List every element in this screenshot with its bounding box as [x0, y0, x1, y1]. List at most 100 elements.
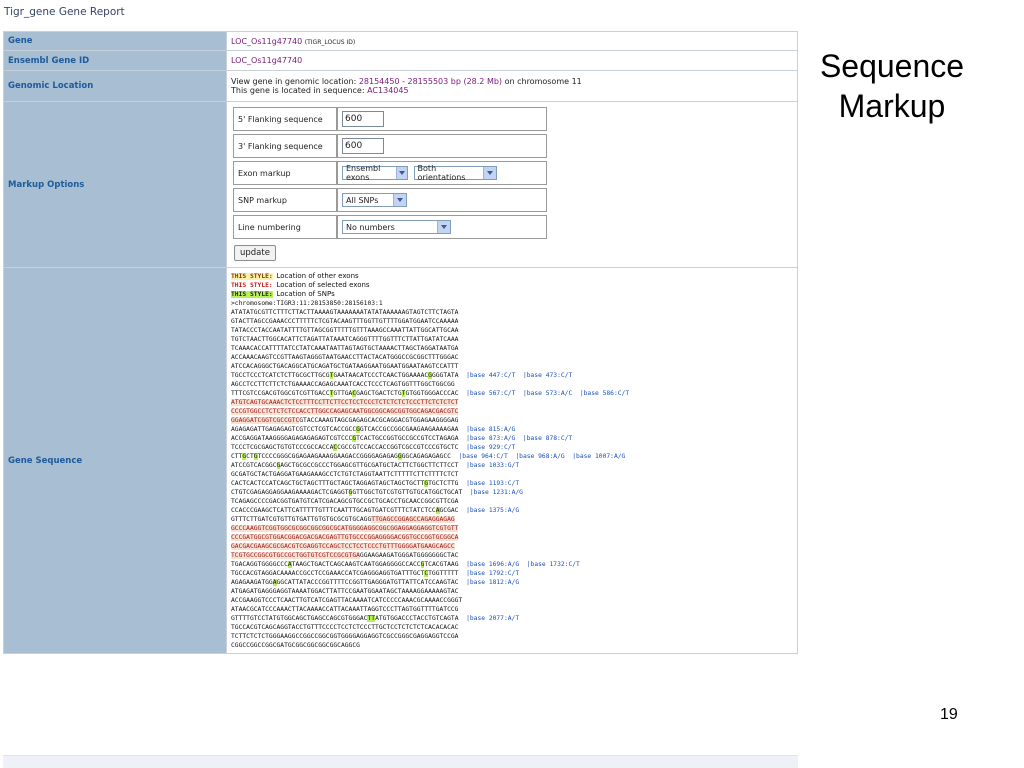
gene-id-link[interactable]: LOC_Os11g47740: [231, 36, 303, 46]
update-button[interactable]: update: [234, 245, 276, 261]
snp-control: All SNPs: [337, 188, 547, 212]
exon-highlight: CCCGATGGCGTGGACGGACGACGACGAGTTGTGCCCGGAG…: [231, 534, 459, 541]
location-chromosome: on chromosome 11: [502, 77, 582, 86]
snp-value: All SNPs: [346, 195, 379, 205]
chevron-down-icon: [393, 194, 406, 206]
snp-annotation: |base 1792:C/T: [458, 570, 520, 577]
gene-sequence-label: Gene Sequence: [3, 267, 227, 654]
sequence-line: GTTTCTTGATCGTGTTGTGATTGTGTGCGCGTGCAGGTTG…: [231, 515, 797, 524]
sequence-text: AGCCTCCTTCTTCTCTGAAAACCAGAGCAAATCACCTCCC…: [231, 381, 455, 388]
snp-annotation: |base 873:A/G |base 878:C/T: [458, 435, 573, 442]
sequence-line: TCGTGCCGGCGTGCCGCTGGTGTCGTCCGCGTGAGGAAGA…: [231, 551, 797, 560]
sequence-text: TCACGTAAG: [424, 561, 459, 568]
sequence-line: CCACCCGAAGCTCATTCATTTTTGTTTCAATTTGCAGTGA…: [231, 506, 797, 515]
sequence-text: GTGGTGGGACCCAC: [405, 390, 459, 397]
sequence-line: GCGATGCTACTGAGGATGAAGAAAGCCTCTGTCTAGGTAA…: [231, 470, 797, 479]
option-numbering: Line numbering No numbers: [233, 215, 547, 239]
sequence-line: ACCAAACAAGTCCGTTAAGTAGGGTAATGAACCTTACTAC…: [231, 353, 797, 362]
sequence-line: TGCCACGTCAGCAGGTACCTGTTTCCCCTCCTCTCCCTTG…: [231, 623, 797, 632]
chevron-down-icon: [483, 167, 496, 179]
sequence-line: ATCCACAGGGCTGACAGGCATGCAGATGCTGATAAGGAAT…: [231, 362, 797, 371]
sequence-text: CGGCCGGCCGGCGATGCGGCGGCGGCGGCAGGCG: [231, 642, 360, 649]
location-prefix: View gene in genomic location:: [231, 77, 359, 86]
sequence-text: ACCGAGGATAAGGGGAGAGAGAGAGTCGTCCC: [231, 435, 353, 442]
numbering-select[interactable]: No numbers: [342, 220, 451, 234]
snp-annotation: |base 964:C/T |base 968:A/G |base 1007:A…: [450, 453, 626, 460]
snp-annotation: |base 567:C/T |base 573:A/C |base 586:C/…: [458, 390, 630, 397]
sequence-line: TGTCTAACTTGGCACATTCTAGATTATAAATCAGGGTTTT…: [231, 335, 797, 344]
flank3-control: 600: [337, 134, 547, 158]
legend-style-other: THIS STYLE:: [231, 273, 273, 280]
sequence-text: GGCAGAGAGAGCC: [401, 453, 451, 460]
ensembl-id-link[interactable]: LOC_Os11g47740: [231, 56, 303, 65]
sequence-text: CACTCACTCCATCAGCTGCTAGCTTTGCTAGCTAGGAGTA…: [231, 480, 425, 487]
legend-selected-text: Location of selected exons: [276, 281, 370, 289]
sequence-text: TCCCTCGCGAGCTGTGTCCCGCCACCA: [231, 444, 334, 451]
location-coords-link[interactable]: 28154450 - 28155503 bp (28.2 Mb): [358, 77, 503, 86]
sequence-line: TTTCGTCCGACGTGGCGTCGTTGACCTGTTGACGAGCTGA…: [231, 389, 797, 398]
slide-title-line-1: Sequence: [819, 48, 965, 84]
gene-report: Tigr_gene Gene Report Gene LOC_Os11g4774…: [3, 6, 798, 768]
location-line-1: View gene in genomic location: 28154450 …: [231, 77, 797, 86]
snp-select[interactable]: All SNPs: [342, 193, 407, 207]
sequence-line: TCAAACACCATTTTATCCTATCAAATAATTAGTAGTGCTA…: [231, 344, 797, 353]
sequence-text: CGCCGTCCACCACCGGTCGCCGTCCCGTGCTC: [337, 444, 459, 451]
slide-page-number: 19: [940, 706, 958, 723]
sequence-text: GTTTCTTGATCGTGTTGTGATTGTGTGCGCGTGCAGG: [231, 516, 372, 523]
legend-other-text: Location of other exons: [276, 272, 359, 280]
sequence-line: ATGAGATGAGGGAGGTAAAATGGACTTATTCCGAATGGAA…: [231, 587, 797, 596]
sequence-text: CTGTCGAGAGGAGGAAGAAAAGACTCGAGGT: [231, 489, 349, 496]
snp-highlight: G: [424, 480, 429, 487]
exon-orientation-select[interactable]: Both orientations: [413, 164, 497, 182]
snp-highlight: A: [272, 579, 277, 586]
sequence-line: CCCGATGGCGTGGACGGACGACGACGAGTTGTGCCCGGAG…: [231, 533, 797, 542]
snp-highlight: TT: [367, 615, 376, 622]
sequence-line: AGAGAAGATGGAGGCATTATACCCGGTTTTCCGGTTGAGG…: [231, 578, 797, 587]
sequence-text: TATACCCTACCAATATTTTGTTAGCGGTTTTTGTTTAAAG…: [231, 327, 459, 334]
sequence-line: >chromosome:TIGR3:11:28153850:28156103:1: [231, 299, 797, 308]
contig-link[interactable]: AC134045: [367, 86, 409, 95]
row-markup-options: Markup Options 5' Flanking sequence 600 …: [3, 101, 798, 268]
sequence-text: TTTCGTCCGACGTGGCGTCGTTGACC: [231, 390, 330, 397]
exon-source-select[interactable]: Ensembl exons: [342, 164, 408, 182]
sequence-text: TGCTCTTG: [428, 480, 459, 487]
sequence-text: GCGATGCTACTGAGGATGAAGAAAGCCTCTGTCTAGGTAA…: [231, 471, 459, 478]
sequence-text: TCCCCGGGCGGAGAAGAAAGGAAGACCGGGGAGAGAG: [257, 453, 398, 460]
snp-highlight: G: [253, 453, 258, 460]
ensembl-value: LOC_Os11g47740: [226, 50, 798, 71]
snp-annotation: |base 1033:G/T: [458, 462, 520, 469]
sequence-line: CACTCACTCCATCAGCTGCTAGCTTTGCTAGCTAGGAGTA…: [231, 479, 797, 488]
report-footer-bar: [3, 755, 798, 768]
ensembl-label: Ensembl Gene ID: [3, 50, 227, 71]
sequence-text: GTACCAAAGTAGCGAGAGCACGCAGGACGTGGAGAAGGGG…: [299, 417, 459, 424]
sequence-line: GTTTTGTCCTATGTGGCAGCTGAGCCAGCGTGGGACTTAT…: [231, 614, 797, 623]
sequence-text: GAGCTGACTCTG: [356, 390, 402, 397]
exon-orientation-value: Both orientations: [417, 164, 466, 182]
snp-highlight: A: [287, 561, 292, 568]
sequence-text: ATGAGATGAGGGAGGTAAAATGGACTTATTCCGAATGGAA…: [231, 588, 459, 595]
sequence-line: TGACAGGTGGGGCCCATAAGCTGACTCAGCAAGTCAATGG…: [231, 560, 797, 569]
markup-options-table: 5' Flanking sequence 600 3' Flanking seq…: [233, 104, 547, 242]
exon-highlight: ATGTCAGTGCAAACTCTCCTTTCCTTCTTCCTCCTCCCTC…: [231, 399, 459, 406]
exon-label: Exon markup: [233, 161, 337, 185]
markup-options-value: 5' Flanking sequence 600 3' Flanking seq…: [226, 101, 798, 268]
legend-snps: THIS STYLE: Location of SNPs: [231, 290, 797, 299]
sequence-text: ATGTGGACCCTACCTGTCAGTA: [375, 615, 459, 622]
snp-annotation: |base 1375:A/G: [458, 507, 520, 514]
exon-highlight: GCCCAAGGTCGGTGGCGCGGCGGCGGCGCATGGGGAGGCG…: [231, 525, 459, 532]
sequence-text: GCGAC: [439, 507, 459, 514]
chevron-down-icon: [437, 221, 450, 233]
sequence-line: AGAGAGATTGAGAGAGTCGTCCTCGTCACCGCCGGTCACC…: [231, 425, 797, 434]
option-flank5: 5' Flanking sequence 600: [233, 107, 547, 131]
flank5-input[interactable]: 600: [342, 111, 384, 127]
report-title: Tigr_gene Gene Report: [4, 6, 125, 18]
sequence-line: ACCGAGGATAAGGGGAGAGAGAGAGTCGTCCCGTCACTGC…: [231, 434, 797, 443]
sequence-text: CTT: [231, 453, 243, 460]
snp-highlight: G: [352, 435, 357, 442]
sequence-text: TCAGAGCCCCGACGGTGATGTCATCGACAGCGTGCCGCTG…: [231, 498, 459, 505]
flank3-input[interactable]: 600: [342, 138, 384, 154]
snp-highlight: G: [276, 462, 281, 469]
sequence-text: CCACCCGAAGCTCATTCATTTTTGTTTCAATTTGCAGTGA…: [231, 507, 436, 514]
sequence-line: GACGACGAAGCGCGACGTCGAGGTCCAGCTCCTCCTCCCT…: [231, 542, 797, 551]
sequence-line: CCCGTGGCCTCTCTCTCCACCTTGGCCAGAGCAATGGCGG…: [231, 407, 797, 416]
